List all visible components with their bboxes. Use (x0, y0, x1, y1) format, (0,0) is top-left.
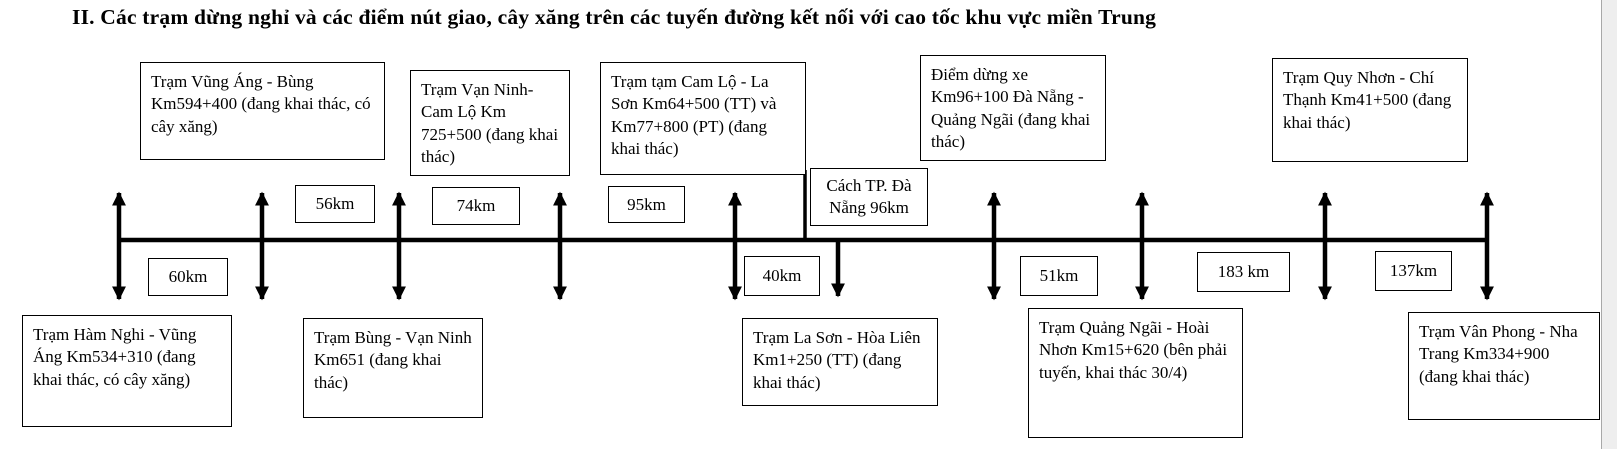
station-box-vung-ang-bung: Trạm Vũng Áng - Bùng Km594+400 (đang kha… (140, 62, 385, 160)
station-box-quang-ngai-hoai-nhon: Trạm Quảng Ngãi - Hoài Nhơn Km15+620 (bê… (1028, 308, 1243, 438)
station-box-van-ninh-cam-lo: Trạm Vạn Ninh- Cam Lộ Km 725+500 (đang k… (410, 70, 570, 176)
rest-point-box-da-nang-quang-ngai: Điểm dừng xe Km96+100 Đà Nẵng - Quảng Ng… (920, 55, 1106, 161)
page-title: II. Các trạm dừng nghỉ và các điểm nút g… (72, 5, 1157, 29)
distance-label-137km: 137km (1375, 251, 1452, 291)
distance-label-40km: 40km (744, 256, 820, 296)
distance-label-95km: 95km (608, 186, 685, 223)
station-box-cam-lo-la-son: Trạm tạm Cam Lộ - La Sơn Km64+500 (TT) v… (600, 62, 806, 175)
station-box-la-son-hoa-lien: Trạm La Sơn - Hòa Liên Km1+250 (TT) (đan… (742, 318, 938, 406)
distance-label-51km: 51km (1020, 256, 1098, 296)
station-box-quy-nhon-chi-thanh: Trạm Quy Nhơn - Chí Thạnh Km41+500 (đang… (1272, 58, 1468, 162)
station-box-van-phong-nha-trang: Trạm Vân Phong - Nha Trang Km334+900 (đa… (1408, 312, 1600, 420)
page-edge-strip (1601, 0, 1617, 449)
station-box-bung-van-ninh: Trạm Bùng - Vạn Ninh Km651 (đang khai th… (303, 318, 483, 418)
distance-label-60km: 60km (148, 258, 228, 296)
distance-label-74km: 74km (432, 187, 520, 225)
distance-label-183km: 183 km (1197, 252, 1290, 292)
station-box-ham-nghi-vung-ang: Trạm Hàm Nghi - Vũng Áng Km534+310 (đang… (22, 315, 232, 427)
distance-note-da-nang: Cách TP. Đà Nẵng 96km (810, 168, 928, 226)
distance-label-56km: 56km (295, 185, 375, 223)
